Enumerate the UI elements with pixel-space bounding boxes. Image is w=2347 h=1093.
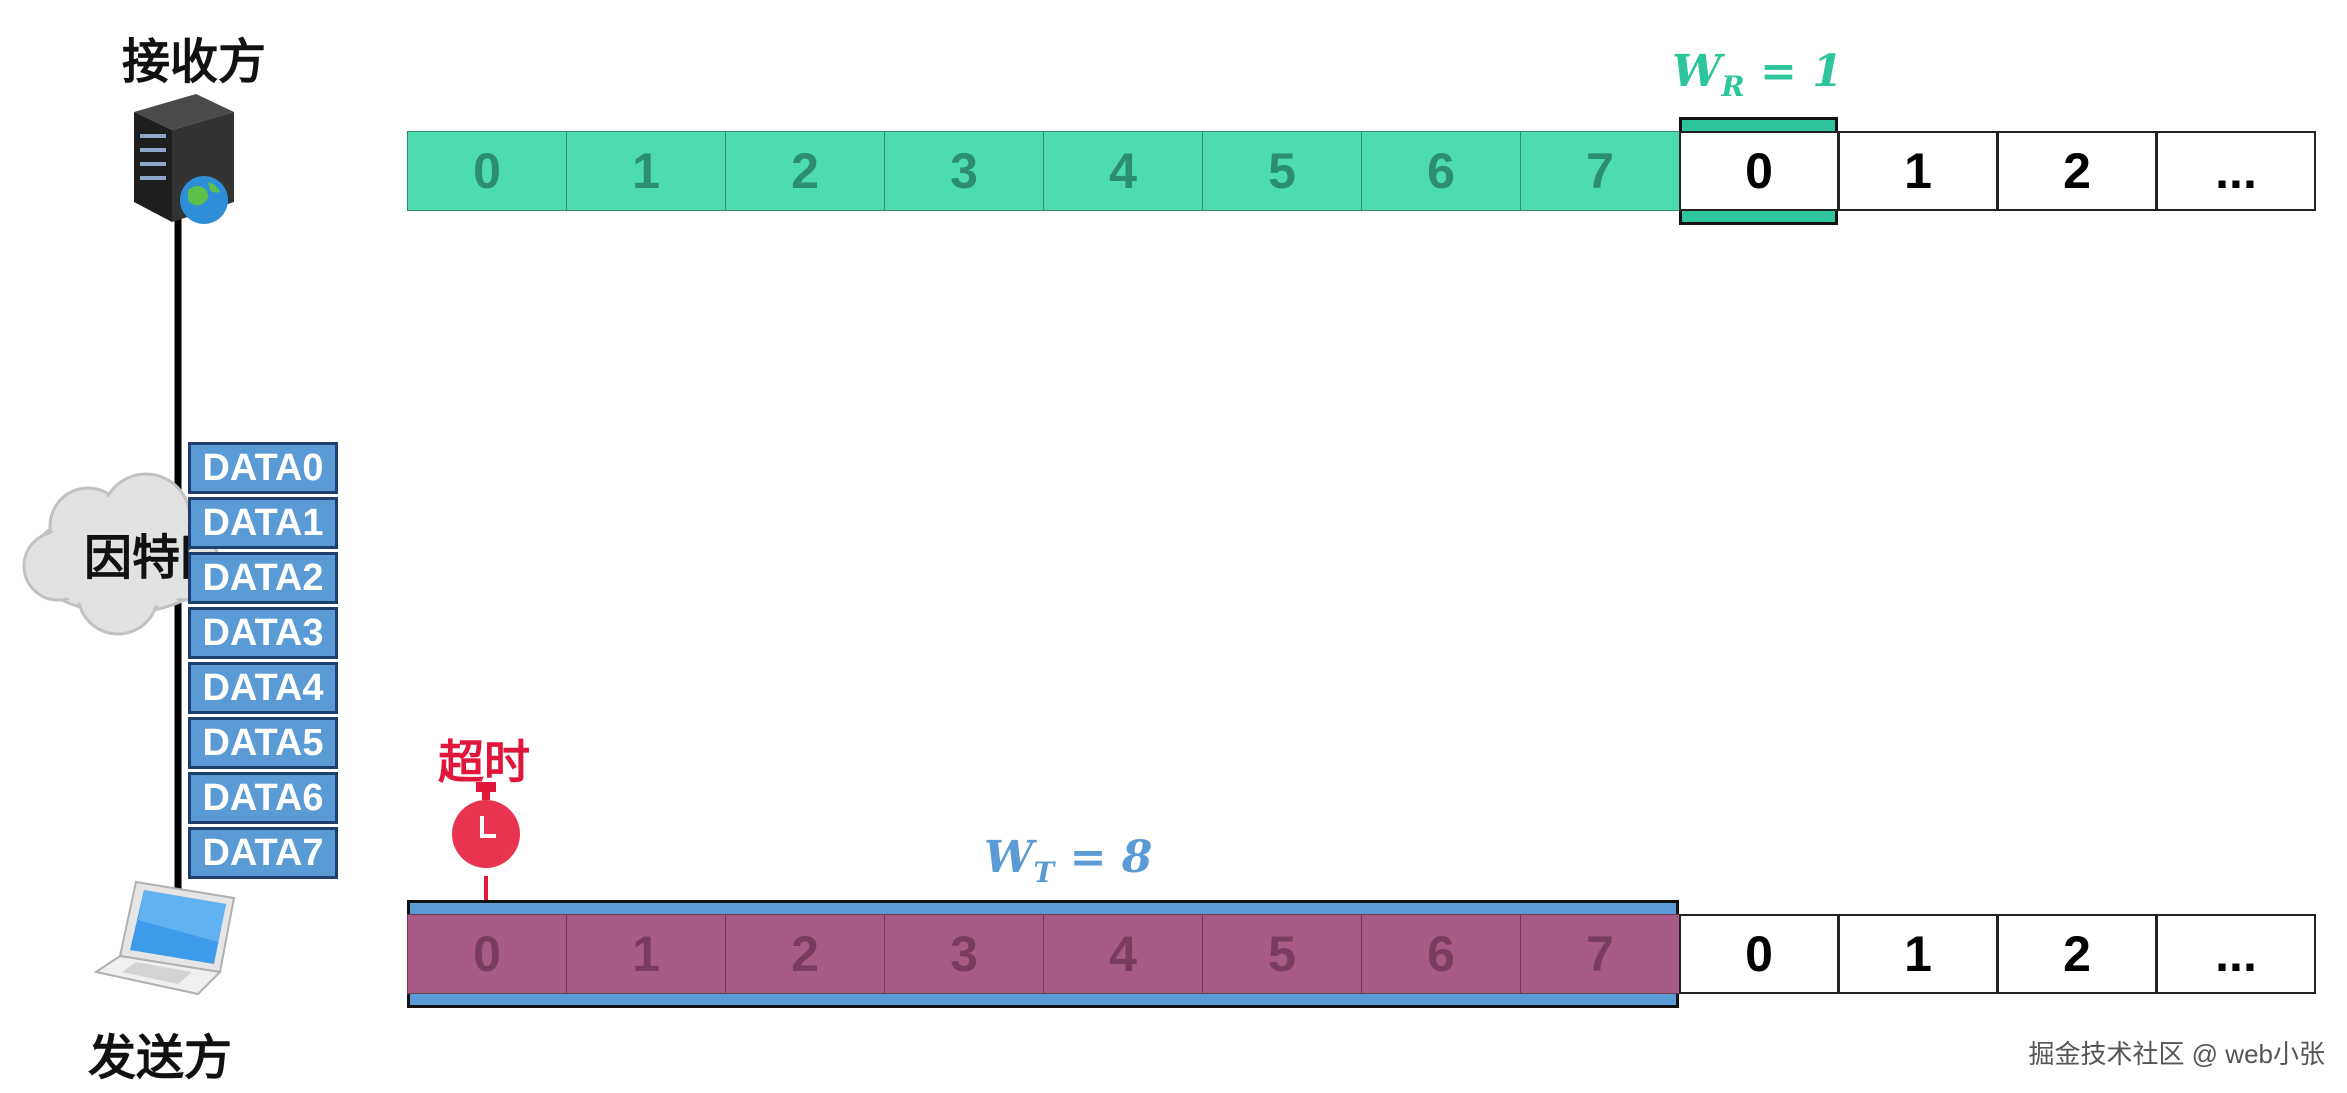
receiver-cell-upcoming: ... [2156, 131, 2316, 211]
receiver-cell-done: 5 [1202, 131, 1362, 211]
receive-window-label: WR = 1 [1672, 46, 1843, 103]
timeout-label: 超时 [438, 736, 530, 788]
send-window-label: WT = 8 [984, 832, 1152, 889]
sender-cell-done: 0 [407, 914, 567, 994]
sender-cell-done: 6 [1361, 914, 1521, 994]
sender-label: 发送方 [88, 1032, 233, 1085]
sender-cell-done: 2 [725, 914, 885, 994]
receiver-cell-done: 6 [1361, 131, 1521, 211]
sender-cell-done: 1 [566, 914, 726, 994]
receiver-cell-done: 3 [884, 131, 1044, 211]
receiver-cell-done: 7 [1520, 131, 1680, 211]
receiver-cell-upcoming: 0 [1679, 131, 1839, 211]
receiver-cell-done: 4 [1043, 131, 1203, 211]
network-label: 因特网 [84, 532, 190, 585]
receive-window-subscript: R [1721, 69, 1745, 103]
receiver-cell-done: 0 [407, 131, 567, 211]
packet-data0: DATA0 [188, 442, 338, 494]
packet-data7: DATA7 [188, 827, 338, 879]
packet-data3: DATA3 [188, 607, 338, 659]
sender-cell-upcoming: ... [2156, 914, 2316, 994]
receiver-cell-done: 1 [566, 131, 726, 211]
receiver-cell-upcoming: 1 [1838, 131, 1998, 211]
sender-cell-done: 5 [1202, 914, 1362, 994]
send-window-value: = 8 [1054, 832, 1153, 883]
packet-data2: DATA2 [188, 552, 338, 604]
packet-data4: DATA4 [188, 662, 338, 714]
laptop-icon [93, 880, 236, 996]
packet-data6: DATA6 [188, 772, 338, 824]
cloud-icon [22, 472, 222, 636]
timer-icon [452, 782, 520, 868]
send-window-symbol: W [984, 832, 1034, 883]
server-icon [134, 94, 234, 224]
sender-cell-done: 4 [1043, 914, 1203, 994]
receive-window-symbol: W [1672, 46, 1722, 97]
send-window-subscript: T [1033, 855, 1055, 889]
sender-cell-done: 7 [1520, 914, 1680, 994]
sender-cell-done: 3 [884, 914, 1044, 994]
receiver-cell-done: 2 [725, 131, 885, 211]
sender-cell-upcoming: 2 [1997, 914, 2157, 994]
packet-data5: DATA5 [188, 717, 338, 769]
receiver-cell-upcoming: 2 [1997, 131, 2157, 211]
watermark: 掘金技术社区 @ web小张 [2028, 1039, 2325, 1069]
receiver-label: 接收方 [122, 36, 267, 89]
sender-cell-upcoming: 1 [1838, 914, 1998, 994]
receive-window-value: = 1 [1744, 46, 1843, 97]
sender-cell-upcoming: 0 [1679, 914, 1839, 994]
packet-data1: DATA1 [188, 497, 338, 549]
